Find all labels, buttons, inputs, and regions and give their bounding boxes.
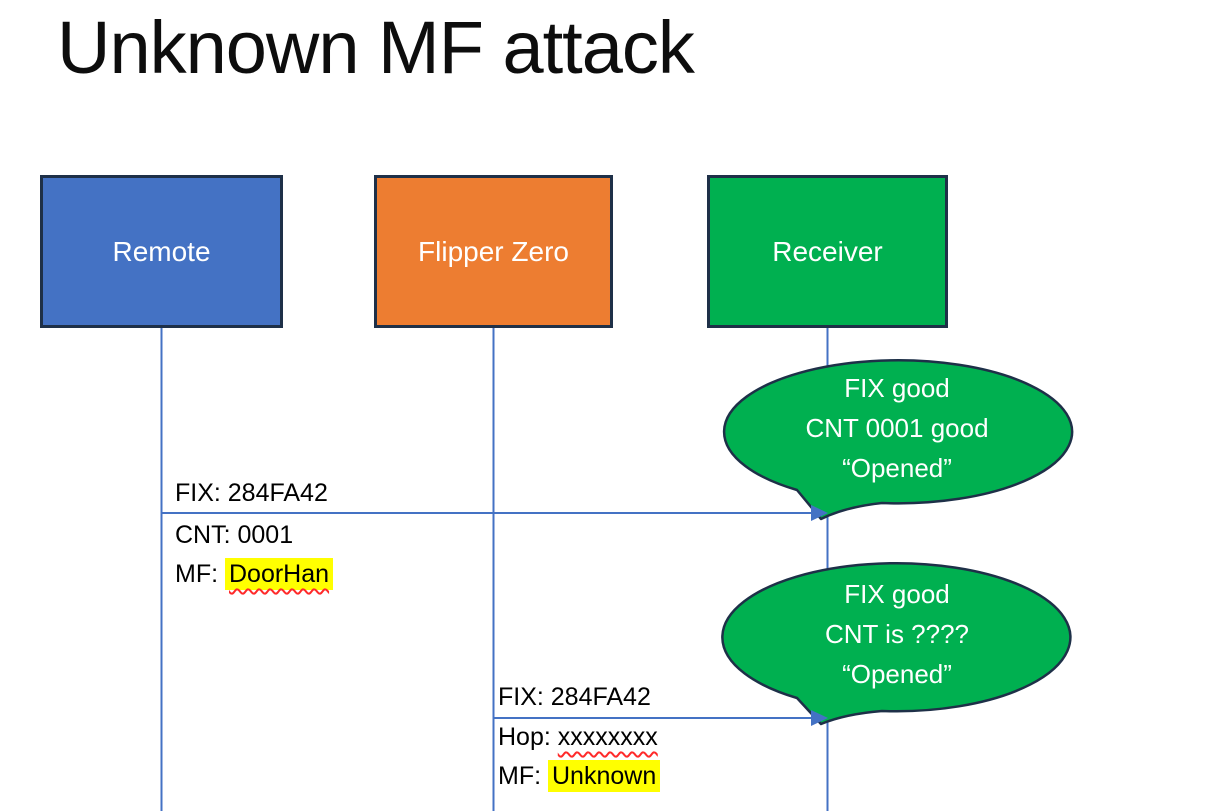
message1-mf-value-highlighted: DoorHan [225,558,334,590]
message1-cnt-text: CNT: 0001 [175,521,294,549]
message2-hop-label: Hop: [498,723,558,751]
message2-fix-line: FIX: 284FA42 [498,681,651,713]
bubble2-line3: “Opened” [842,659,952,689]
message2-hop-line: Hop: xxxxxxxx [498,721,658,753]
speech-bubble-1 [722,359,1074,521]
message2-hop-value: xxxxxxxx [557,723,658,751]
actor-box-receiver: Receiver [707,175,948,328]
actor-label-flipper-zero: Flipper Zero [418,235,569,267]
slide-title: Unknown MF attack [57,6,695,89]
message1-mf-line: MF: DoorHan [175,558,334,590]
bubble1-line3: “Opened” [842,453,952,483]
bubble1-line2: CNT 0001 good [805,413,989,443]
message2-mf-label: MF: [498,762,548,790]
speech-bubble-2 [721,562,1072,726]
actor-box-remote: Remote [40,175,283,328]
message1-mf-label: MF: [175,560,225,588]
actor-label-receiver: Receiver [772,235,883,267]
message2-fix-text: FIX: 284FA42 [498,683,651,711]
message2-mf-line: MF: Unknown [498,760,661,792]
message-arrow-1-head [811,505,828,521]
bubble2-line1: FIX good [844,579,950,609]
speech-bubble-2-text: FIX good CNT is ???? “Opened” [732,574,1062,694]
speech-bubble-1-text: FIX good CNT 0001 good “Opened” [732,368,1062,488]
message-arrow-2-head [811,710,828,726]
bubble1-line1: FIX good [844,373,950,403]
actor-box-flipper-zero: Flipper Zero [374,175,613,328]
actor-label-remote: Remote [112,235,211,267]
message1-fix-text: FIX: 284FA42 [175,479,328,507]
message1-cnt-line: CNT: 0001 [175,519,293,551]
bubble2-line2: CNT is ???? [824,619,970,649]
message1-fix-line: FIX: 284FA42 [175,477,328,509]
message2-mf-value-highlighted: Unknown [548,760,661,792]
